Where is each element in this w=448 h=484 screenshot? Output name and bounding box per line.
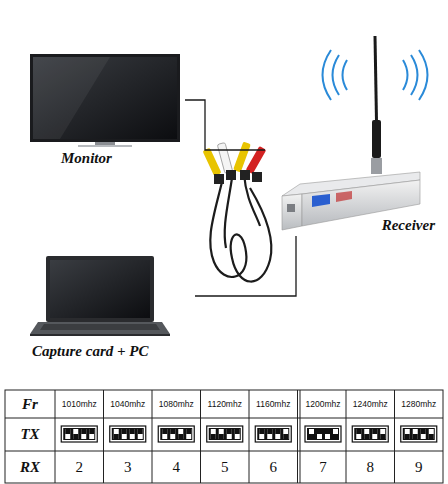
frequency-cell: 1120mhz: [208, 399, 242, 409]
channel-number: 7: [319, 459, 327, 476]
frequency-cell: 1010mhz: [62, 399, 97, 409]
cable-line: [185, 100, 265, 150]
channel-number: 8: [367, 459, 375, 476]
frequency-cell: 1160mhz: [256, 399, 290, 409]
row-header: RX: [20, 459, 40, 476]
frequency-cell: 1080mhz: [159, 399, 194, 409]
row-header: Fr: [22, 396, 38, 413]
monitor-illustration: [30, 54, 180, 147]
receiver-illustration: [282, 36, 428, 230]
pc-node: Capture card + PC: [25, 252, 195, 362]
dip-switch-icons: [61, 426, 437, 442]
channel-number: 4: [173, 459, 181, 476]
rca-cable: [210, 174, 271, 282]
rca-plugs: [202, 142, 266, 184]
channel-number: 9: [415, 459, 423, 476]
frequency-cell: 1200mhz: [306, 399, 341, 409]
channel-number: 5: [221, 459, 229, 476]
channel-number: 2: [76, 459, 84, 476]
device-label: Monitor: [61, 149, 112, 167]
frequency-cell: 1280mhz: [401, 399, 436, 409]
channel-number: 6: [270, 459, 278, 476]
receiver-node: Receiver: [265, 28, 443, 236]
laptop-illustration: [30, 256, 170, 336]
frequency-table: [5, 390, 443, 483]
monitor-node: Monitor: [25, 50, 185, 168]
device-label: Receiver: [382, 216, 435, 234]
channel-number: 3: [124, 459, 132, 476]
cable-line: [195, 236, 296, 296]
device-label: Capture card + PC: [32, 342, 148, 360]
frequency-cell: 1240mhz: [353, 399, 388, 409]
row-header: TX: [20, 426, 39, 443]
frequency-cell: 1040mhz: [110, 399, 145, 409]
